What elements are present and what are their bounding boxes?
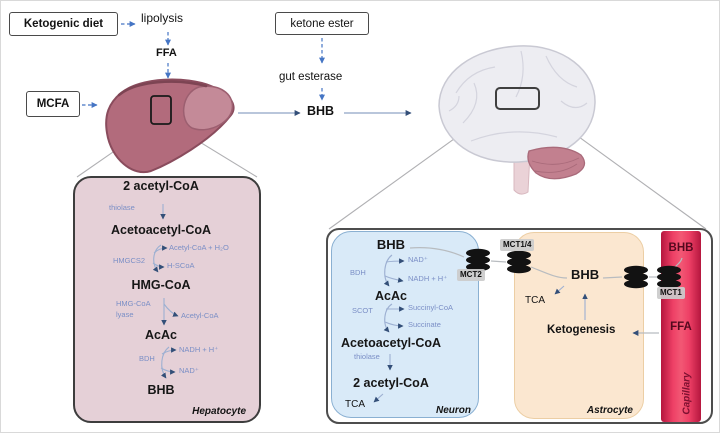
hepatocyte-cofactor-acetylcoa-h2o: Acetyl-CoA + H₂O (169, 243, 229, 252)
hepatocyte-cofactor-hscoa: H-SCoA (167, 261, 195, 270)
hepatocyte-compartment (73, 176, 261, 423)
hepatocyte-enzyme-bdh: BDH (139, 354, 155, 363)
brain-illustration (438, 45, 596, 195)
hepatocyte-cofactor-nadh: NADH + H⁺ (179, 345, 219, 354)
ketone-ester-label: ketone ester (290, 17, 354, 30)
neuron-compartment-label: Neuron (436, 405, 471, 416)
neuron-acetoacetylcoa: Acetoacetyl-CoA (340, 336, 442, 350)
neuron-2acetylcoa: 2 acetyl-CoA (353, 376, 429, 390)
mcfa-box: MCFA (26, 91, 80, 117)
astrocyte-bhb: BHB (571, 267, 600, 282)
mcfa-label: MCFA (36, 98, 70, 110)
top-flow-arrows (82, 21, 412, 116)
hepatocyte-metabolite-hmgcoa: HMG-CoA (131, 278, 191, 292)
hepatocyte-enzyme-thiolase: thiolase (109, 203, 135, 212)
hepatocyte-cofactor-acetylcoa: Acetyl-CoA (181, 311, 219, 320)
brain-zoom-rect (495, 87, 540, 110)
ketogenic-diet-box: Ketogenic diet (9, 12, 118, 36)
lipolysis-label: lipolysis (141, 11, 184, 25)
neuron-tca: TCA (345, 399, 365, 410)
neuron-enzyme-thiolase: thiolase (354, 352, 380, 361)
ffa-top-label: FFA (156, 47, 177, 59)
neuron-enzyme-bdh: BDH (350, 268, 366, 277)
hepatocyte-metabolite-2acetylcoa: 2 acetyl-CoA (123, 179, 199, 193)
mct2-label: MCT2 (457, 269, 485, 281)
hepatocyte-enzyme-lyase-line2: lyase (116, 310, 134, 319)
gut-esterase-label: gut esterase (279, 71, 343, 83)
hepatocyte-compartment-label: Hepatocyte (192, 406, 246, 417)
hepatocyte-enzyme-hmgcs2: HMGCS2 (113, 256, 146, 265)
capillary-ffa: FFA (670, 321, 692, 333)
astrocyte-tca: TCA (525, 295, 545, 306)
hepatocyte-cofactor-nad: NAD⁺ (179, 366, 199, 375)
astrocyte-ketogenesis: Ketogenesis (547, 324, 616, 336)
neuron-cofactor-succinate: Succinate (408, 320, 441, 329)
neuron-acac: AcAc (375, 289, 407, 303)
ketone-ester-box: ketone ester (275, 12, 369, 35)
hepatocyte-metabolite-acetoacetylcoa: Acetoacetyl-CoA (110, 223, 212, 237)
capillary-compartment-label: Capillary (681, 372, 693, 415)
hepatocyte-metabolite-acac: AcAc (145, 328, 177, 342)
ketogenic-diet-label: Ketogenic diet (23, 18, 104, 30)
neuron-compartment (331, 231, 479, 418)
neuron-cofactor-nad: NAD⁺ (408, 255, 428, 264)
neuron-cofactor-nadh: NADH + H⁺ (408, 274, 448, 283)
liver-zoom-rect (150, 95, 172, 125)
bhb-main-label: BHB (307, 104, 335, 118)
hepatocyte-metabolite-bhb: BHB (147, 383, 175, 397)
liver-illustration (105, 78, 235, 174)
neuron-bhb: BHB (376, 237, 406, 252)
astrocyte-compartment-label: Astrocyte (586, 405, 633, 416)
astrocyte-compartment (514, 232, 644, 419)
neuron-cofactor-succinylcoa: Succinyl-CoA (408, 303, 454, 312)
capillary-bhb: BHB (668, 242, 694, 254)
mct14-label: MCT1/4 (500, 239, 535, 251)
hepatocyte-enzyme-lyase-line1: HMG-CoA (116, 299, 151, 308)
mct1-label: MCT1 (657, 287, 685, 299)
neuron-enzyme-scot: SCOT (352, 306, 373, 315)
